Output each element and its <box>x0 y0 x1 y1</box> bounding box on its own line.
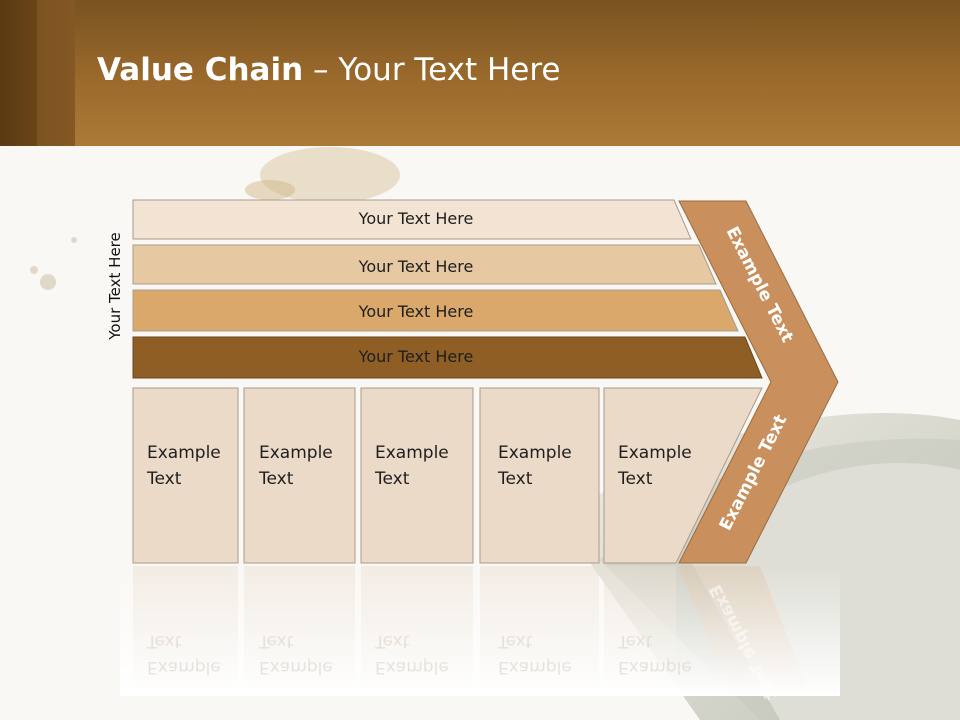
background-drop <box>71 237 77 243</box>
background-splash <box>260 147 400 203</box>
bar-3-label: Your Text Here <box>358 302 474 321</box>
box-4-line1: Example <box>498 443 572 463</box>
box-3-line1: Example <box>375 443 449 463</box>
bar-1-label: Your Text Here <box>358 209 474 228</box>
background-drop <box>40 274 56 290</box>
bar-2-label: Your Text Here <box>358 257 474 276</box>
box-5-line1: Example <box>618 443 692 463</box>
box-3-line2: Text <box>375 469 410 489</box>
bar-4 <box>132 336 763 379</box>
slide-title: Value Chain – Your Text Here <box>97 52 560 88</box>
box-4-line2: Text <box>498 469 533 489</box>
chevron-arrow <box>678 200 839 564</box>
background-drop <box>30 266 38 274</box>
background-splash-small <box>245 180 295 200</box>
title-rest: – Your Text Here <box>303 52 561 88</box>
box-1-line2: Text <box>147 469 182 489</box>
box-1 <box>132 387 239 564</box>
box-5-line2: Text <box>618 469 653 489</box>
bar-3 <box>132 289 739 332</box>
box-1-line1: Example <box>147 443 221 463</box>
bar-2 <box>132 244 717 285</box>
header-band <box>0 0 960 146</box>
box-3 <box>360 387 474 564</box>
box-4 <box>479 387 600 564</box>
side-label: Your Text Here <box>106 232 124 340</box>
bar-1 <box>132 199 692 240</box>
box-2 <box>243 387 356 564</box>
title-bold: Value Chain <box>97 52 304 88</box>
bar-4-label: Your Text Here <box>358 347 474 366</box>
header-accent-strip-inner <box>37 0 75 146</box>
box-2-line1: Example <box>259 443 333 463</box>
box-5 <box>603 387 763 564</box>
box-2-line2: Text <box>259 469 294 489</box>
